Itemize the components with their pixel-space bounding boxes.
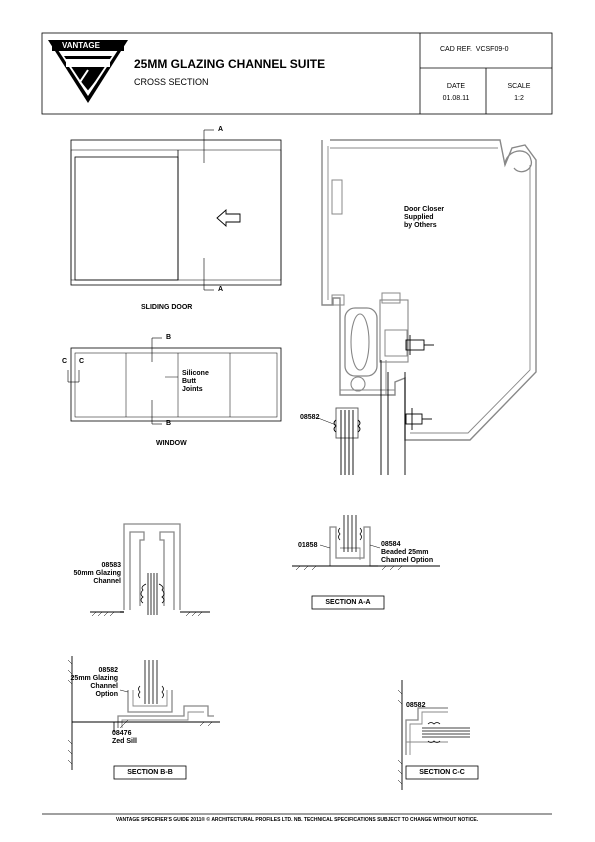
section-aa-label-box (311, 595, 385, 610)
section-bb-glass (67, 656, 220, 770)
window-outer-frame (70, 347, 282, 422)
drawing-title: 25MM GLAZING CHANNEL SUITE (134, 57, 326, 71)
window-elevation (67, 337, 282, 425)
section-50mm-description: 50mm Glazing Channel (73, 570, 121, 585)
door-fixed-panel (74, 156, 179, 281)
main-section-part-number: 08582 (300, 414, 320, 421)
section-bb-bottom-part: 08476 (112, 730, 132, 737)
section-aa-label: SECTION A-A (325, 599, 371, 606)
section-50mm-part-number: 08583 (101, 562, 121, 569)
section-cc-label: SECTION C-C (419, 769, 465, 776)
vantage-logo (48, 40, 128, 103)
section-mark-a-top: A (218, 126, 224, 133)
section-mark-c-1: C (62, 358, 68, 365)
section-aa-right-part: 08584 (381, 541, 401, 548)
drawing-subtitle: CROSS SECTION (134, 77, 209, 87)
section-aa-description: Beaded 25mm Channel Option (381, 549, 434, 564)
section-cc-label-box (405, 765, 479, 780)
section-50mm-glass (91, 573, 203, 617)
section-mark-b-bottom: B (166, 420, 172, 427)
footer-disclaimer: VANTAGE SPECIFIER'S GUIDE 2011® © ARCHIT… (115, 817, 479, 823)
section-cc-part: 08582 (406, 702, 426, 709)
slide-arrow-icon (216, 208, 241, 228)
section-aa-glass (292, 515, 440, 571)
scale-label: SCALE (507, 83, 531, 90)
section-mark-c-2: C (79, 358, 85, 365)
sliding-door-label: SLIDING DOOR (141, 304, 193, 311)
section-bb-top-description: 25mm Glazing Channel Option (70, 675, 118, 698)
cad-reference: CAD REF. VCSF09-0 (440, 46, 509, 53)
section-mark-a-bottom: A (218, 286, 224, 293)
section-aa-left-part: 01858 (298, 542, 318, 549)
door-head-hardware (317, 335, 434, 475)
silicone-butt-joints-note: Silicone Butt Joints (182, 370, 209, 393)
title-block (41, 32, 553, 115)
door-outer-frame (70, 139, 282, 286)
section-aa-drawing (329, 526, 378, 567)
date-value: 01.08.11 (442, 95, 470, 102)
section-mark-b-top: B (166, 334, 172, 341)
section-bb-drawing (117, 690, 214, 728)
section-bb-label-box (113, 765, 187, 780)
section-bb-label: SECTION B-B (127, 769, 173, 776)
section-bb-bottom-description: Zed Sill (112, 738, 137, 745)
door-head-section (321, 139, 537, 441)
date-label: DATE (446, 83, 466, 90)
section-bb-top-part: 08582 (98, 667, 118, 674)
section-cc-glass (397, 680, 470, 790)
door-closer-note: Door Closer Supplied by Others (404, 206, 445, 229)
section-cc-drawing (405, 707, 448, 755)
window-label: WINDOW (156, 440, 187, 447)
sliding-door-elevation (70, 129, 282, 291)
scale-value: 1:2 (514, 95, 524, 102)
logo-text: VANTAGE (62, 41, 100, 50)
title-block-frame (41, 32, 553, 115)
